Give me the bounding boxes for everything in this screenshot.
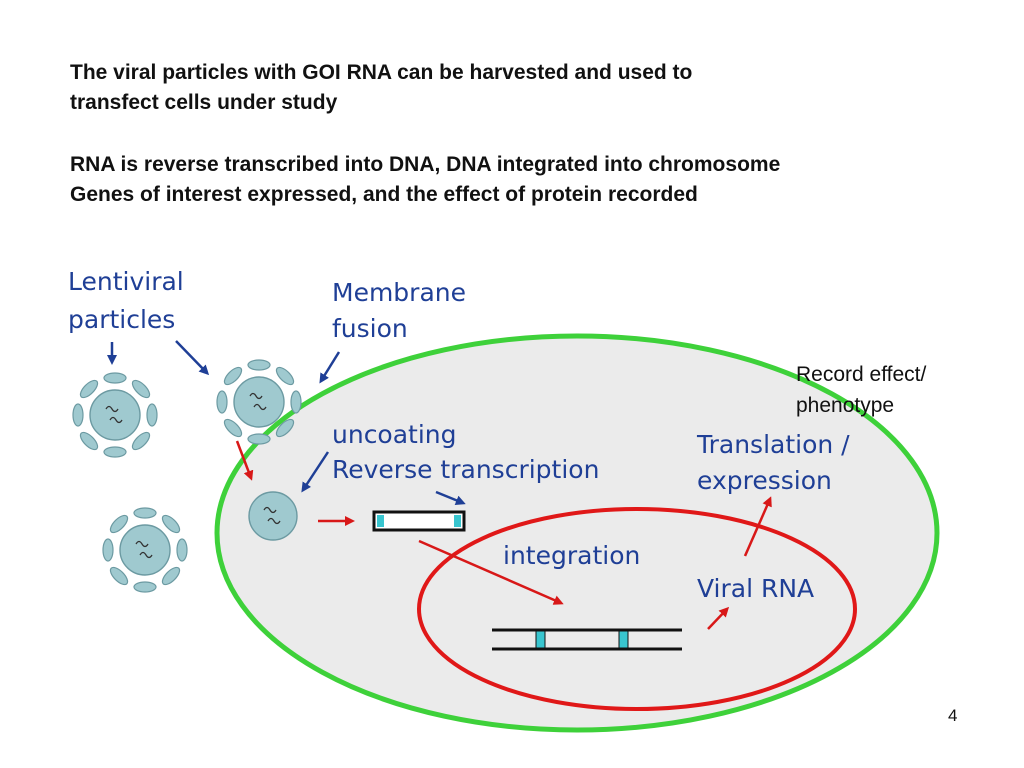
lentiviral-particle (72, 372, 158, 458)
label-translation-1: Translation / (696, 430, 850, 459)
arrow-to-particle-2 (175, 340, 210, 376)
intro-heading: The viral particles with GOI RNA can be … (70, 58, 970, 118)
intro-line-2: transfect cells under study (70, 91, 338, 114)
label-lentiviral-2: particles (68, 305, 175, 334)
arrow-reverse-transcription (435, 490, 466, 505)
arrow-entry (235, 440, 254, 481)
uncoated-capsid (248, 491, 298, 541)
page-number: 4 (948, 706, 958, 725)
process-line-1: RNA is reverse transcribed into DNA, DNA… (70, 153, 781, 176)
cell-membrane (214, 333, 940, 733)
intro-line-1: The viral particles with GOI RNA can be … (70, 61, 693, 84)
arrow-integration (418, 539, 564, 605)
arrow-translation (743, 496, 772, 557)
label-membrane-2: fusion (332, 314, 408, 343)
label-reverse-transcription: Reverse transcription (332, 455, 599, 484)
reverse-transcribed-dna (372, 510, 466, 532)
label-uncoating: uncoating (332, 420, 457, 449)
arrow-transcription (707, 606, 730, 630)
chromosome-integrated-dna (492, 628, 682, 651)
label-viral-rna: Viral RNA (697, 574, 814, 603)
label-translation-2: expression (697, 466, 832, 495)
nucleus-membrane (417, 507, 857, 711)
process-heading: RNA is reverse transcribed into DNA, DNA… (70, 150, 970, 210)
lentiviral-particle (102, 507, 188, 593)
process-line-2: Genes of interest expressed, and the eff… (70, 183, 698, 206)
label-integration: integration (503, 541, 640, 570)
label-record-1: Record effect/ (796, 363, 927, 386)
label-record-2: phenotype (796, 394, 894, 417)
label-membrane-1: Membrane (332, 278, 466, 307)
label-lentiviral-1: Lentiviral (68, 267, 184, 296)
arrow-uncoating (301, 451, 330, 493)
fusing-particle (216, 359, 302, 445)
arrow-membrane-fusion (319, 351, 341, 384)
